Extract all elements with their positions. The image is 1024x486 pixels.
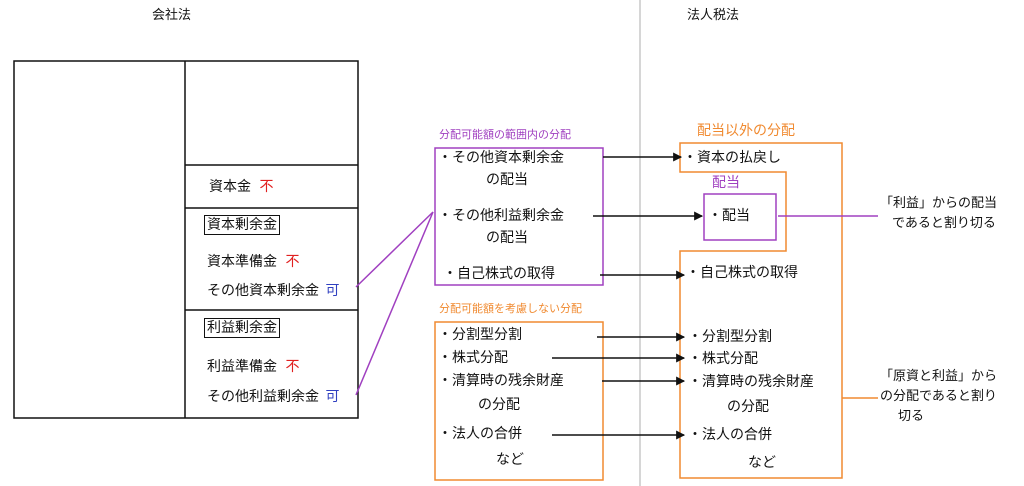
- company-law-header: 会社法: [152, 8, 192, 23]
- capital-reserve-mark: 不: [285, 254, 300, 270]
- dividend-box: [703, 193, 777, 241]
- other-retained-earnings-mark: 可: [325, 389, 340, 405]
- note-profit-line2: であると割り切る: [892, 216, 996, 231]
- other-retained-earnings-label: その他利益剰余金: [207, 389, 319, 405]
- note-capital-profit-line1: 「原資と利益」から: [880, 369, 998, 384]
- dividend-title: 配当: [712, 175, 740, 191]
- link-retained-earnings: [355, 211, 434, 396]
- nd-item1: ・分割型分割: [438, 327, 522, 343]
- other-retained-earnings-row: その他利益剰余金 可: [207, 388, 339, 406]
- nondiv-liq-line1: ・清算時の残余財産: [688, 374, 814, 390]
- nondiv-split: ・分割型分割: [688, 329, 772, 345]
- capital-label: 資本金: [209, 179, 251, 195]
- nondiv-etc: など: [748, 455, 776, 471]
- nondiv-treasury: ・自己株式の取得: [686, 265, 798, 281]
- earned-reserve-label: 利益準備金: [207, 359, 277, 375]
- capital-row: 資本金 不: [209, 178, 273, 196]
- nondiv-stock: ・株式分配: [688, 351, 758, 367]
- nd-item4: ・法人の合併: [438, 426, 522, 442]
- other-capital-surplus-label: その他資本剰余金: [207, 283, 319, 299]
- nd-item2: ・株式分配: [438, 350, 508, 366]
- link-capital-surplus: [355, 211, 434, 288]
- note-capital-profit-line2: の分配であると割り: [880, 389, 997, 404]
- capital-reserve-row: 資本準備金 不: [207, 253, 299, 271]
- nondiv-merger: ・法人の合併: [688, 427, 772, 443]
- retained-earnings-heading: 利益剰余金: [204, 318, 280, 338]
- dist-item2-line1: ・その他利益剰余金: [438, 208, 564, 224]
- non-distributable-box: [434, 321, 604, 481]
- earned-reserve-mark: 不: [285, 359, 300, 375]
- capital-reserve-label: 資本準備金: [207, 254, 277, 270]
- earned-reserve-row: 利益準備金 不: [207, 358, 299, 376]
- nd-item5: など: [496, 452, 524, 468]
- other-capital-surplus-mark: 可: [325, 283, 340, 299]
- dist-item2-line2: の配当: [486, 230, 528, 246]
- nondiv-liq-line2: の分配: [727, 399, 769, 415]
- capital-mark: 不: [259, 179, 274, 195]
- nd-item3-line2: の分配: [478, 397, 520, 413]
- nondiv-capital-return: ・資本の払戻し: [683, 150, 781, 166]
- non-dividend-outline: [679, 142, 843, 479]
- note-profit-line1: 「利益」からの配当: [880, 196, 998, 211]
- nd-item3-line1: ・清算時の残余財産: [438, 373, 564, 389]
- dividend-item: ・配当: [708, 208, 750, 224]
- dist-item1-line2: の配当: [486, 172, 528, 188]
- non-distributable-title: 分配可能額を考慮しない分配: [439, 302, 582, 315]
- dist-item3: ・自己株式の取得: [443, 266, 555, 282]
- distributable-title: 分配可能額の範囲内の分配: [439, 128, 571, 141]
- balance-sheet-frame: [13, 60, 359, 419]
- note-capital-profit-line3: 切る: [898, 409, 925, 424]
- dist-item1-line1: ・その他資本剰余金: [438, 150, 564, 166]
- other-capital-surplus-row: その他資本剰余金 可: [207, 282, 339, 300]
- corporate-tax-law-header: 法人税法: [687, 8, 740, 23]
- capital-surplus-heading: 資本剰余金: [204, 215, 280, 235]
- non-dividend-title: 配当以外の分配: [697, 123, 795, 139]
